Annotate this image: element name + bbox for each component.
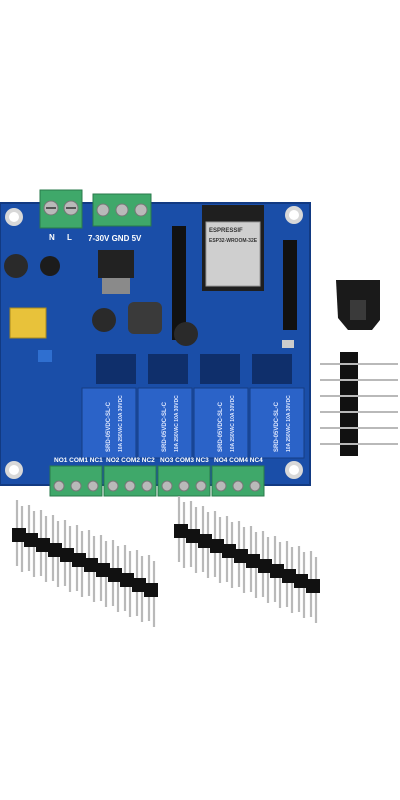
relay-board: N L 7-30V GND 5V ESPRESSIF ESP32-WROOM-3… bbox=[0, 189, 311, 497]
pin-header-single bbox=[320, 352, 398, 456]
terminal-label-n: N bbox=[49, 233, 55, 242]
esp32-module bbox=[202, 205, 264, 291]
capacitor bbox=[4, 254, 28, 278]
relay-1-terminal bbox=[49, 465, 103, 497]
relay-2-model: SRD-05VDC-SL-C bbox=[162, 401, 168, 452]
header-body bbox=[210, 539, 224, 553]
mounting-hole bbox=[5, 208, 23, 226]
module-model: ESP32-WROOM-32E bbox=[209, 238, 258, 244]
relay-3-model: SRD-05VDC-SL-C bbox=[218, 401, 224, 452]
relay-2-rating: 10A 250VAC 10A 30VDC bbox=[174, 395, 180, 452]
pin-header-double-right bbox=[174, 496, 320, 623]
header-body bbox=[198, 534, 212, 548]
dc-input-label: 7-30V GND 5V bbox=[88, 234, 142, 243]
relay-3 bbox=[193, 387, 249, 459]
board-header bbox=[172, 226, 297, 340]
capacitor bbox=[174, 322, 198, 346]
relay-4-rating: 10A 250VAC 10A 30VDC bbox=[286, 395, 292, 452]
header-body bbox=[282, 569, 296, 583]
mounting-hole bbox=[285, 461, 303, 479]
relay-2-out-label: NO2 COM2 NC2 bbox=[106, 457, 155, 464]
relay-2 bbox=[137, 387, 193, 459]
relay-4 bbox=[249, 387, 305, 459]
header-body bbox=[108, 568, 122, 582]
relay-4-out-label: NO4 COM4 NC4 bbox=[214, 457, 263, 464]
header-body bbox=[120, 573, 134, 587]
header-body bbox=[24, 533, 38, 547]
module-brand: ESPRESSIF bbox=[209, 228, 243, 234]
relay-4-terminal bbox=[211, 465, 265, 497]
header-body bbox=[222, 544, 236, 558]
header-body bbox=[12, 528, 26, 542]
driver-row bbox=[96, 354, 292, 384]
header-body bbox=[246, 554, 260, 568]
header-body bbox=[60, 548, 74, 562]
dc-input-terminal bbox=[92, 193, 152, 227]
relay-1-rating: 10A 250VAC 10A 30VDC bbox=[118, 395, 124, 452]
header-body bbox=[306, 579, 320, 593]
header-body bbox=[258, 559, 272, 573]
header-body bbox=[144, 583, 158, 597]
relay-3-rating: 10A 250VAC 10A 30VDC bbox=[230, 395, 236, 452]
header-body bbox=[48, 543, 62, 557]
inductor bbox=[128, 302, 162, 334]
header-body bbox=[36, 538, 50, 552]
header-body bbox=[174, 524, 188, 538]
regulator-chip bbox=[98, 250, 134, 278]
relay-1 bbox=[81, 387, 137, 459]
mounting-hole bbox=[285, 206, 303, 224]
header-body bbox=[84, 558, 98, 572]
pin-header-double-left bbox=[12, 500, 158, 627]
ac-input-terminal bbox=[39, 189, 83, 229]
mounting-hole bbox=[5, 461, 23, 479]
header-body bbox=[72, 553, 86, 567]
header-body bbox=[132, 578, 146, 592]
relay-2-terminal bbox=[103, 465, 157, 497]
transformer bbox=[9, 307, 47, 339]
capacitor bbox=[92, 308, 116, 332]
header-body bbox=[186, 529, 200, 543]
relay-3-out-label: NO3 COM3 NC3 bbox=[160, 457, 209, 464]
relay-3-terminal bbox=[157, 465, 211, 497]
relay-1-model: SRD-05VDC-SL-C bbox=[106, 401, 112, 452]
capacitor bbox=[40, 256, 60, 276]
terminal-label-l: L bbox=[67, 233, 72, 242]
relay-1-out-label: NO1 COM1 NC1 bbox=[54, 457, 103, 464]
relay-4-model: SRD-05VDC-SL-C bbox=[274, 401, 280, 452]
header-body bbox=[96, 563, 110, 577]
header-body bbox=[294, 574, 308, 588]
header-body bbox=[234, 549, 248, 563]
jumper-cap bbox=[336, 280, 380, 330]
header-body bbox=[270, 564, 284, 578]
